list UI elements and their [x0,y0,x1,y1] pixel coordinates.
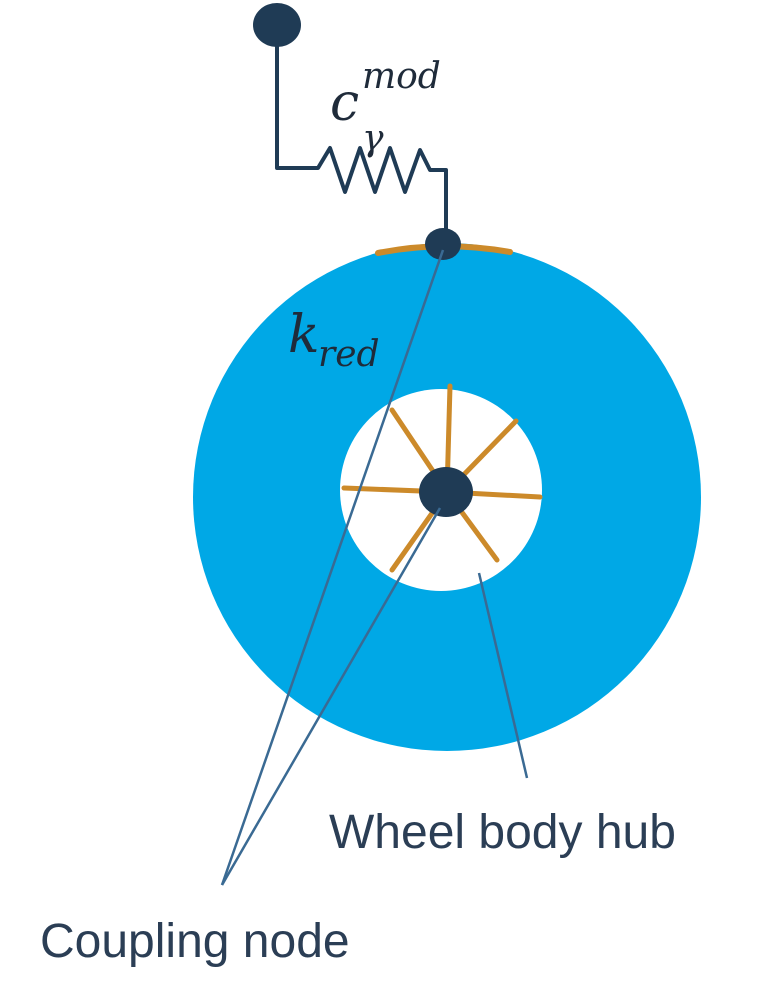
spring-constant-symbol: c [330,73,359,133]
spring-element [275,38,448,240]
stiffness-subscript: red [318,334,380,375]
leader-line-rim [220,249,445,886]
anchor-node [253,3,301,47]
hub-label: Wheel body hub [329,806,676,859]
coupling-label: Coupling node [40,915,350,968]
spring-constant-subscript: γ [362,118,384,159]
leader-line-hub [477,572,529,779]
leader-lines [220,249,529,886]
stiffness-symbol: k [288,305,320,365]
leader-line-hub-node [220,507,442,886]
coupling-node-rim [425,228,461,260]
hub-center-node [419,467,473,517]
spring-constant-superscript: mod [362,56,441,97]
